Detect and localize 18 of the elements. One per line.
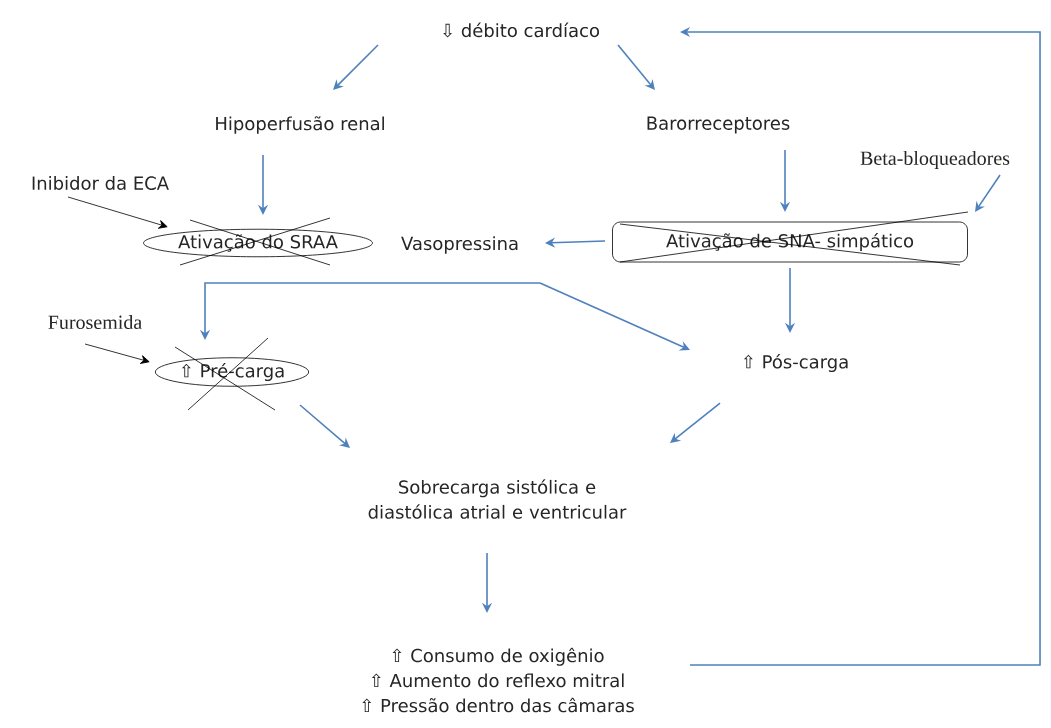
annotation-text: Beta-bloqueadores bbox=[860, 150, 1010, 170]
flow-text: ⇩ débito cardíaco bbox=[443, 22, 600, 38]
arrow bbox=[84, 343, 150, 364]
arrow bbox=[617, 44, 655, 90]
arrow bbox=[670, 402, 721, 443]
annotation-text: Furosemida bbox=[48, 314, 142, 330]
flow-text: ⇧ Consumo de oxigênio ⇧ Aumento do reflexo mitral ⇧ Pressão dentro das câmaras bbox=[362, 647, 634, 713]
flow-text: Barorreceptores bbox=[647, 116, 790, 134]
arrow bbox=[299, 404, 350, 448]
arrow bbox=[333, 44, 379, 90]
flow-text: Sobrecarga sistólica e diastólica atrial e ventricular bbox=[368, 479, 627, 519]
flow-text: ⇧ Pós-carga bbox=[743, 353, 848, 373]
arrow bbox=[539, 282, 690, 351]
arrow bbox=[67, 196, 168, 229]
arrow bbox=[975, 174, 1001, 212]
flow-text: Inibidor da ECA bbox=[32, 176, 169, 190]
flow-text: Vasopressina bbox=[401, 236, 518, 254]
flow-text: Hipoperfusão renal bbox=[216, 116, 384, 134]
